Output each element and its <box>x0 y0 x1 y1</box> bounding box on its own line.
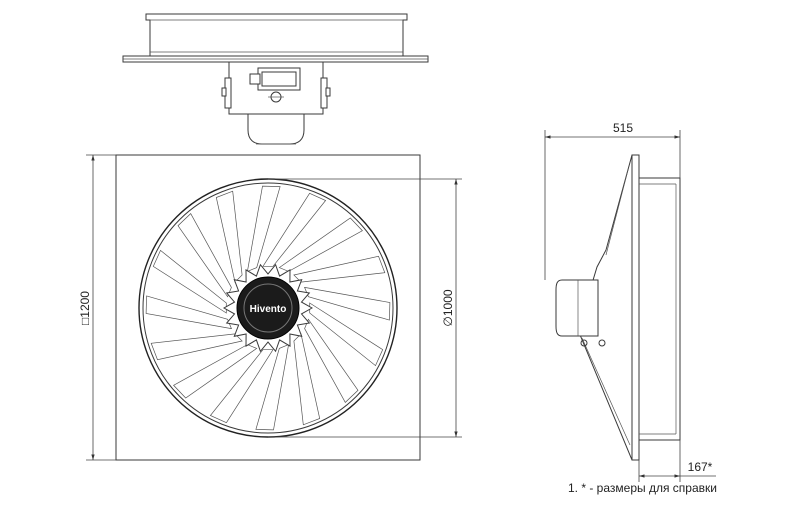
dim-width-label: 515 <box>613 121 633 135</box>
top-view <box>122 13 429 145</box>
fan-blade <box>304 318 359 403</box>
fan-blade <box>246 185 281 272</box>
brand-logo: Hivento <box>250 304 287 315</box>
fan-blade <box>262 192 327 267</box>
fan-blade <box>173 344 258 399</box>
fan-blade <box>150 333 243 361</box>
dim-diameter-label: ∅1000 <box>441 289 455 326</box>
dim-height: □1200 <box>78 154 116 461</box>
fan-blade <box>278 217 363 272</box>
dim-diameter: ∅1000 <box>268 178 462 438</box>
front-view: Hivento <box>115 154 421 461</box>
fan-blade <box>293 255 386 283</box>
fan-blade <box>293 333 321 426</box>
fan-blades <box>145 185 391 431</box>
side-view <box>555 154 681 461</box>
fan-blade <box>209 349 274 424</box>
reference-note: 1. * - размеры для справки <box>568 481 717 495</box>
hub-inner-ring <box>243 283 293 333</box>
dim-depth: 167* <box>638 440 716 482</box>
dim-height-label: □1200 <box>78 291 92 325</box>
fan-blade <box>177 213 232 298</box>
fan-blade <box>255 344 290 431</box>
dim-width: 515 <box>544 121 681 280</box>
dim-depth-label: 167* <box>688 460 713 474</box>
fan-blade <box>215 190 243 283</box>
hub-core <box>236 276 300 340</box>
fan-hub <box>222 263 314 353</box>
